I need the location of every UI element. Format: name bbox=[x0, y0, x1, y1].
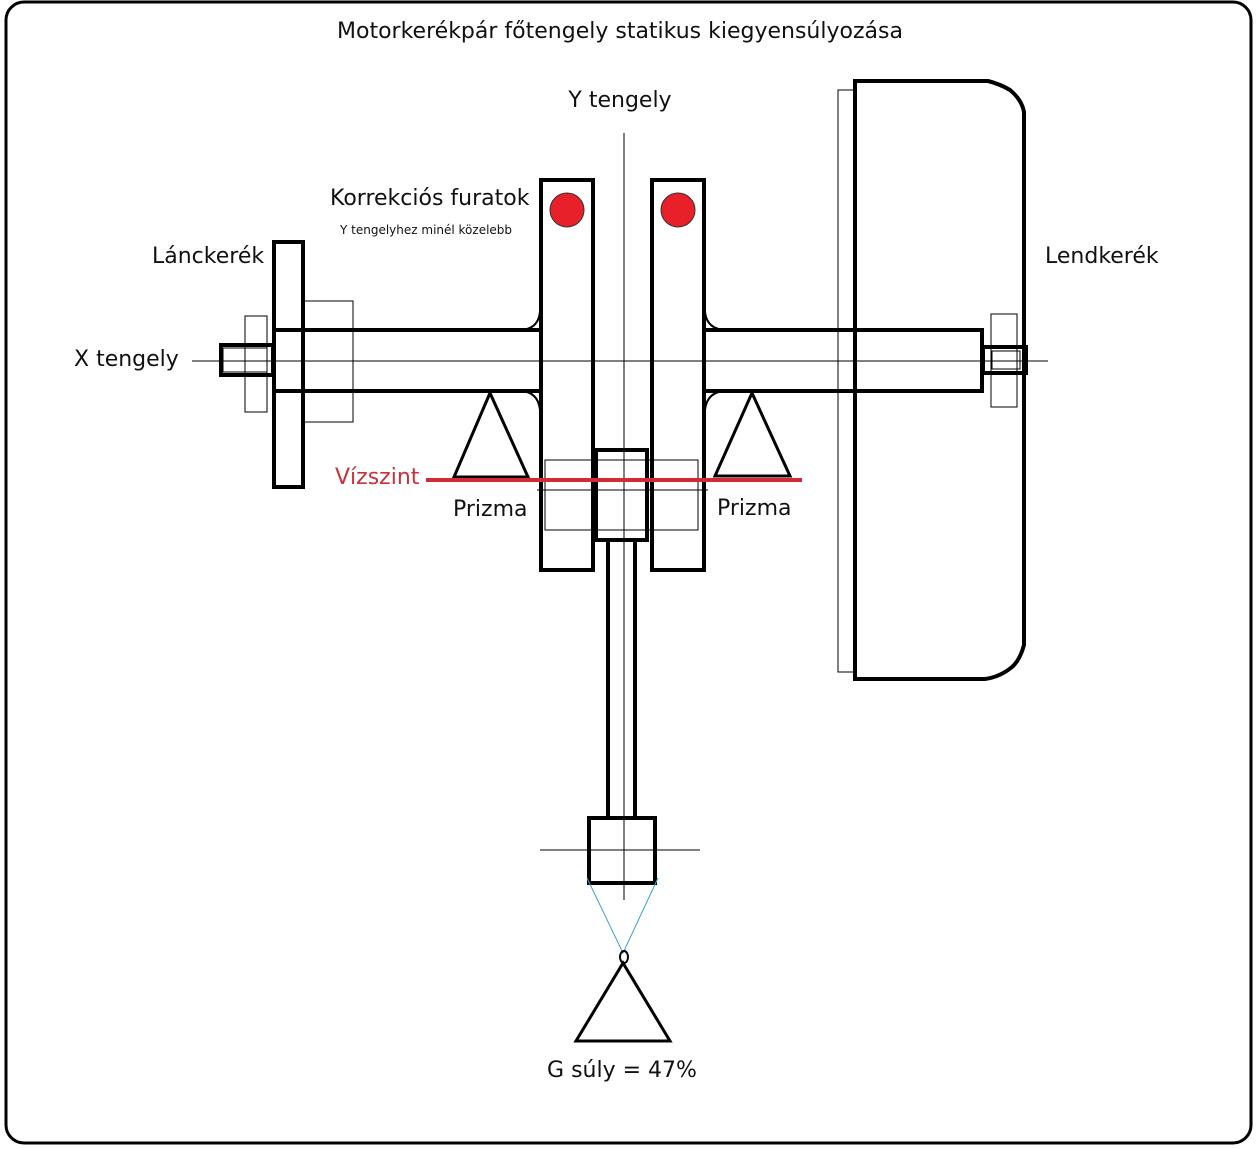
outer-frame bbox=[4, 0, 1253, 1145]
right-crank-web bbox=[650, 178, 706, 572]
sprocket-hub bbox=[303, 300, 354, 423]
weight bbox=[573, 960, 673, 1043]
prism-right bbox=[712, 389, 793, 478]
weight-string bbox=[586, 877, 659, 955]
right-shaft-end-inner bbox=[991, 350, 1021, 370]
sprocket-label: Lánckerék bbox=[152, 244, 264, 269]
level-label: Vízszint bbox=[335, 465, 420, 490]
left-crank-web bbox=[539, 178, 595, 572]
right-nut bbox=[990, 313, 1018, 408]
correction-hole-right bbox=[660, 192, 696, 228]
prism-right-label: Prizma bbox=[717, 496, 792, 521]
left-nut bbox=[244, 315, 268, 413]
conrod-shaft bbox=[606, 540, 637, 818]
correction-holes-label: Korrekciós furatok bbox=[330, 186, 530, 211]
flywheel bbox=[853, 79, 1026, 681]
correction-holes-note: Y tengelyhez minél közelebb bbox=[339, 223, 512, 237]
left-shaft-end bbox=[219, 343, 275, 377]
left-fillet-top bbox=[518, 311, 541, 331]
left-fillet-bottom bbox=[518, 390, 541, 411]
crank-pin-outline bbox=[544, 459, 699, 531]
diagram-title: Motorkerékpár főtengely statikus kiegyen… bbox=[337, 19, 903, 44]
weight-label: G súly = 47% bbox=[547, 1058, 697, 1083]
prism-left bbox=[451, 389, 531, 479]
flywheel-label: Lendkerék bbox=[1045, 244, 1159, 269]
y-axis-label: Y tengely bbox=[567, 88, 671, 113]
correction-hole-left bbox=[549, 192, 585, 228]
prism-left-label: Prizma bbox=[453, 497, 528, 522]
conrod-big-end bbox=[594, 448, 649, 542]
x-axis-label: X tengely bbox=[74, 347, 179, 372]
left-main-shaft bbox=[274, 328, 541, 393]
